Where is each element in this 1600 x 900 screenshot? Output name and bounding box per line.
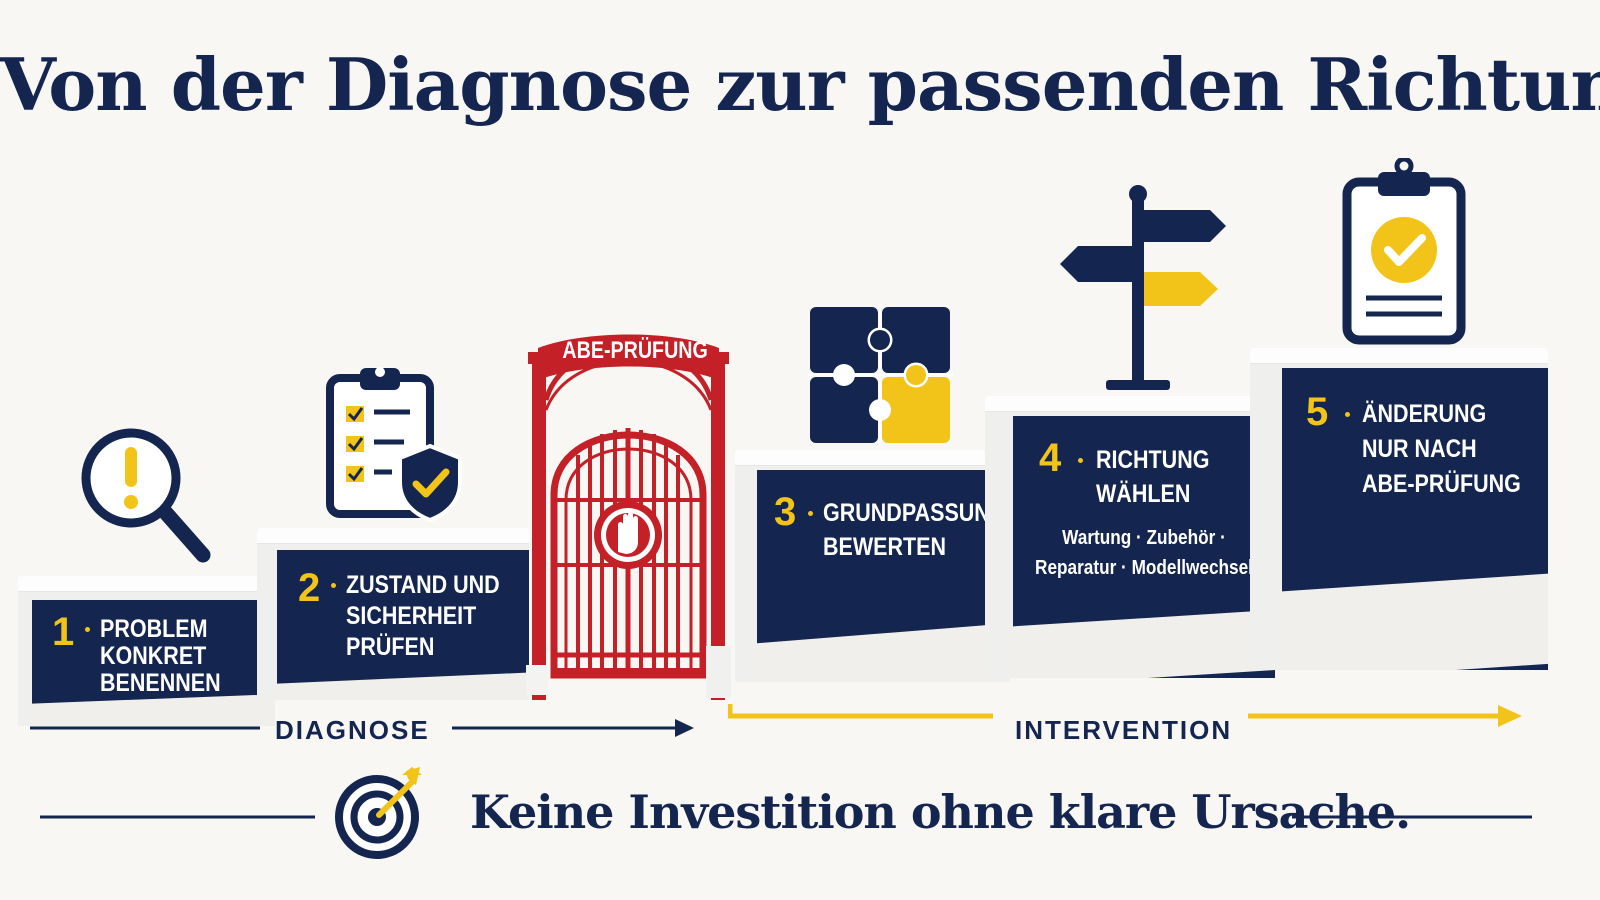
- step-5-bullet: [1345, 412, 1350, 417]
- phase-diagnose-label: DIAGNOSE: [275, 715, 430, 745]
- magnifier-alert-icon: [81, 428, 211, 563]
- step-4-bullet: [1078, 458, 1083, 463]
- checklist-shield-icon: [326, 367, 462, 522]
- step-2-label-line-1: ZUSTAND UND: [346, 571, 500, 599]
- step-5-label-line-3: ABE-PRÜFUNG: [1362, 470, 1521, 498]
- clipboard-check-icon: [1342, 158, 1466, 345]
- intervention-arrow: [728, 704, 1522, 727]
- step-4-label-line-1: RICHTUNG: [1096, 446, 1210, 474]
- step-4-sublabel-line-2: Reparatur · Modellwechsel: [1035, 557, 1253, 579]
- left-divider-line: [40, 815, 315, 819]
- step-5-block: [1250, 348, 1548, 670]
- step-3-bullet: [808, 511, 813, 516]
- right-divider-line: [1292, 815, 1532, 819]
- step-2-label-line-2: SICHERHEIT: [346, 602, 477, 630]
- step-3-label-line-1: GRUNDPASSUNG: [823, 499, 1007, 527]
- step-1-label-line-2: KONKRET: [100, 642, 207, 670]
- step-5-number: 5: [1306, 390, 1329, 434]
- step-2-block: [257, 528, 529, 700]
- step-3-label-line-2: BEWERTEN: [823, 533, 947, 561]
- gate-label: ABE-PRÜFUNG: [562, 337, 708, 364]
- signpost-icon: [1060, 185, 1226, 390]
- page-title: Von der Diagnose zur passenden Richtung: [0, 42, 1600, 127]
- phase-intervention-label: INTERVENTION: [1015, 715, 1233, 745]
- step-3-number: 3: [774, 490, 797, 534]
- step-1-label-line-1: PROBLEM: [100, 615, 208, 643]
- step-5-label-line-1: ÄNDERUNG: [1362, 400, 1487, 428]
- tagline: Keine Investition ohne klare Ursache.: [470, 785, 1411, 839]
- step-2-label-line-3: PRÜFEN: [346, 633, 435, 661]
- step-1-block: [18, 576, 275, 726]
- step-4-label-line-2: WÄHLEN: [1096, 480, 1191, 508]
- step-2-number: 2: [298, 566, 321, 610]
- diagnose-arrow: [30, 719, 694, 737]
- step-2-bullet: [331, 583, 336, 588]
- target-arrow-icon: [335, 767, 422, 859]
- step-4-number: 4: [1039, 436, 1062, 480]
- step-4-sublabel-line-1: Wartung · Zubehör ·: [1062, 527, 1226, 549]
- step-3-block: [735, 450, 1010, 682]
- step-1-number: 1: [52, 610, 75, 654]
- puzzle-icon: [808, 305, 953, 445]
- step-1-bullet: [85, 627, 90, 632]
- step-5-label-line-2: NUR NACH: [1362, 435, 1477, 463]
- step-1-label-line-3: BENENNEN: [100, 669, 221, 697]
- gate-stop-hand-icon: [526, 334, 731, 700]
- step-4-block: [985, 396, 1275, 678]
